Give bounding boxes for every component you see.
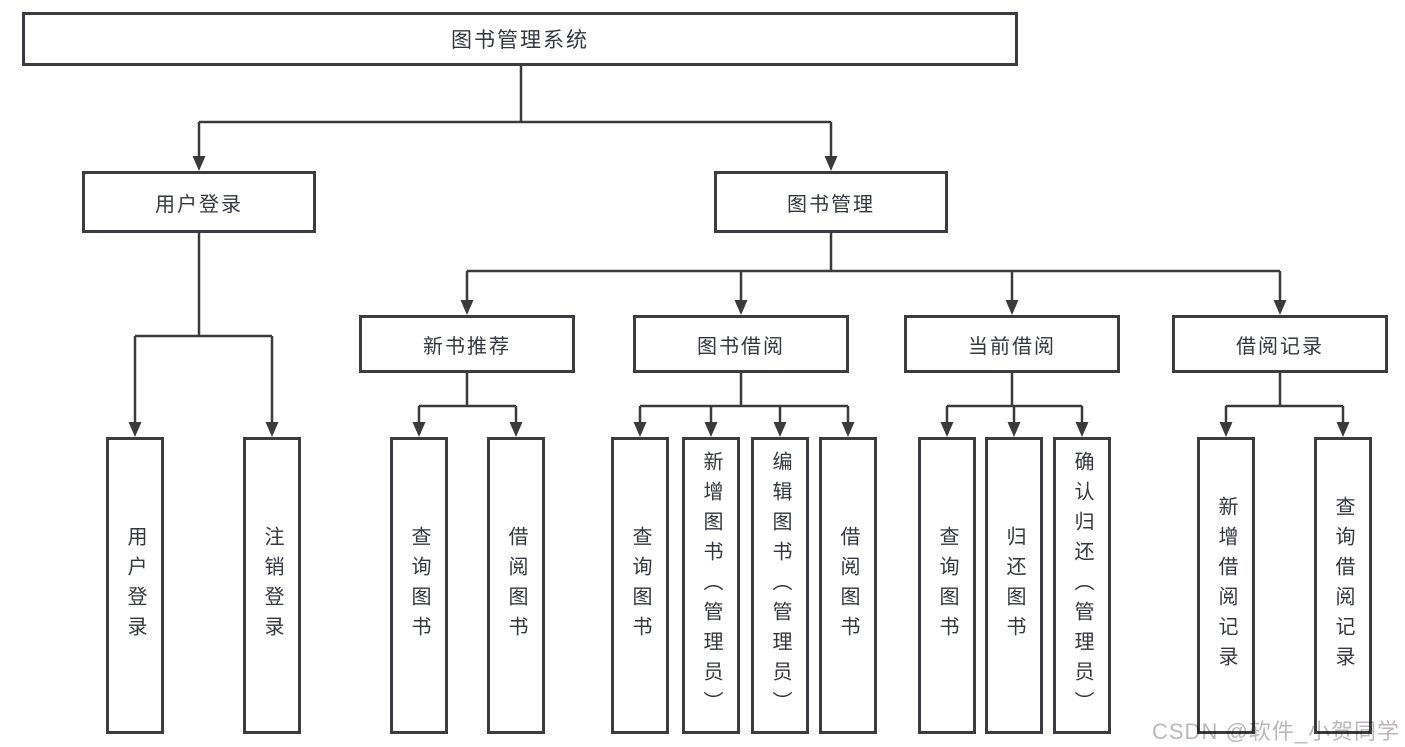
leaf-borrow-books: 借阅图书 [487, 437, 545, 734]
leaf-add-books-admin: 新增图书（管理员） [682, 437, 740, 734]
leaf-query-borrow-record: 查询借阅记录 [1314, 437, 1372, 734]
node-current-borrow: 当前借阅 [904, 315, 1120, 373]
node-book-management: 图书管理 [714, 171, 948, 233]
leaf-edit-books-admin: 编辑图书（管理员） [751, 437, 809, 734]
leaf-confirm-return-admin: 确认归还（管理员） [1053, 437, 1111, 734]
node-library-management-system: 图书管理系统 [22, 12, 1018, 66]
leaf-query-books-2: 查询图书 [611, 437, 669, 734]
leaf-add-borrow-record: 新增借阅记录 [1197, 437, 1255, 734]
leaf-borrow-books-2: 借阅图书 [819, 437, 877, 734]
node-user-login: 用户登录 [82, 171, 316, 233]
node-new-book-recommend: 新书推荐 [359, 315, 575, 373]
leaf-query-books-3: 查询图书 [918, 437, 976, 734]
node-book-borrow: 图书借阅 [633, 315, 849, 373]
csdn-watermark: CSDN @软件_小贺同学 [1152, 719, 1401, 744]
leaf-logout-login: 注销登录 [243, 437, 301, 734]
node-borrow-record: 借阅记录 [1172, 315, 1388, 373]
leaf-return-books: 归还图书 [985, 437, 1043, 734]
leaf-query-books: 查询图书 [390, 437, 448, 734]
leaf-user-login: 用户登录 [106, 437, 164, 734]
